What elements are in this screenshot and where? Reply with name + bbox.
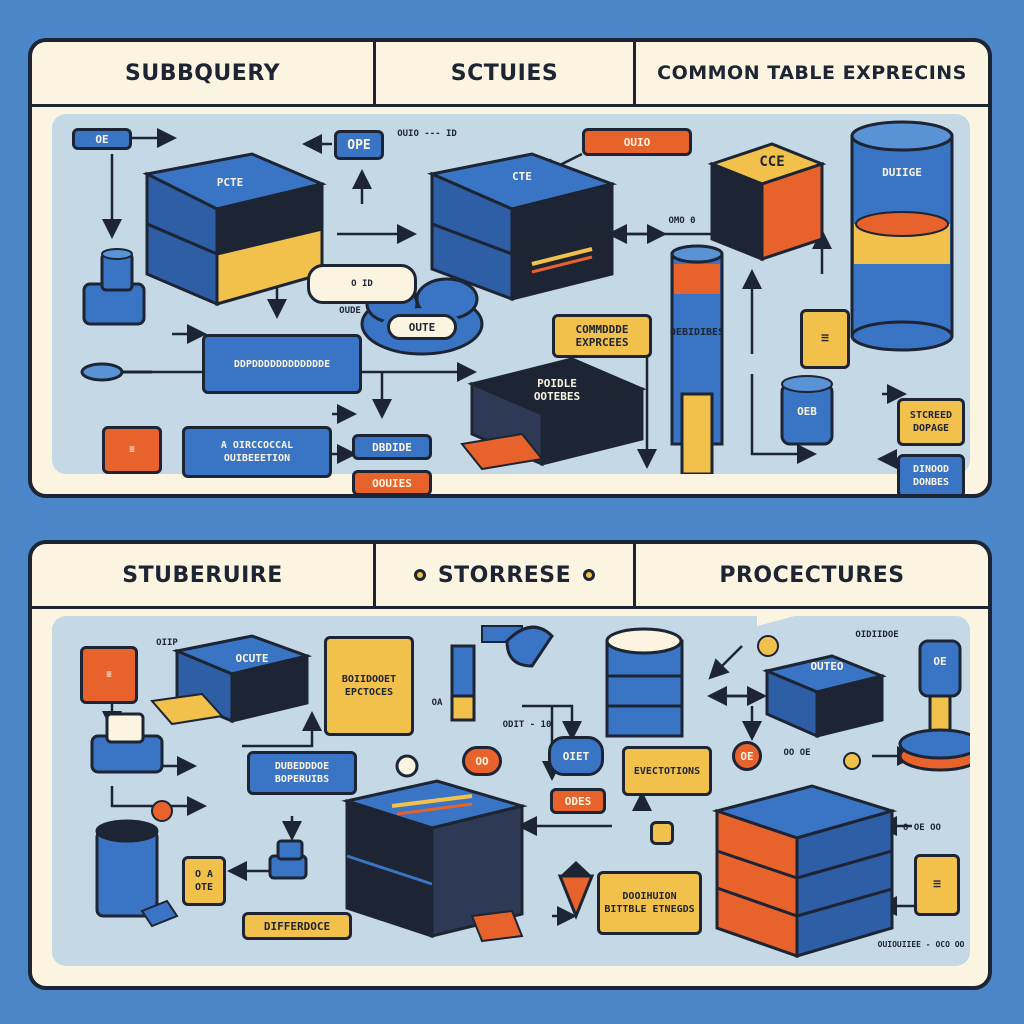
top-orange-list-icon: ≡ (129, 444, 135, 455)
bottom-common: DOOIHUION BITTBLE ETNEGDS (597, 871, 702, 935)
top-yellow-box: COMMDDDE EXPRCEES (552, 314, 652, 358)
bottom-oe-orange: OO (462, 746, 502, 776)
bottom-odes: ODES (550, 788, 606, 814)
bottom-oe-small: OE (732, 741, 762, 771)
bottom-note-7: O OE OO (903, 822, 941, 833)
bottom-cube-2-label: OUTEO (810, 659, 844, 673)
top-cube-2 (427, 152, 618, 302)
top-header-studies-text: SCTUIES (450, 60, 559, 86)
top-list-icon: ☰ (820, 333, 830, 344)
top-note-bubble: O ID (307, 264, 417, 304)
top-cube-2-label: CTE (512, 169, 532, 183)
top-database-small (780, 375, 834, 446)
bottom-note-3: ODIT - 10 (502, 719, 552, 730)
top-header-cte-text: COMMON TABLE EXPRECINS (657, 62, 967, 84)
top-cube-4 (460, 357, 647, 471)
bottom-header: STUBERUIRE STORRESE PROCECTURES (32, 544, 988, 609)
top-panel: SUBBQUERY SCTUIES COMMON TABLE EXPRECINS (28, 38, 992, 498)
bottom-yellow-square (650, 821, 674, 845)
bottom-tower-label: OE (933, 654, 947, 668)
top-box-orange: OUIO (582, 128, 692, 156)
top-small-oures: OOUIES (352, 470, 432, 494)
top-cube-1 (142, 152, 327, 307)
bottom-yellow-1: BOIIDOOET EPCTOCES (324, 636, 414, 736)
top-list-box: ☰ (800, 309, 850, 369)
bottom-circle-3 (843, 752, 861, 770)
bottom-warning-icon (557, 861, 595, 921)
top-side-label: OEBIDIBES (669, 326, 725, 338)
bottom-header-dot-left-icon (413, 569, 426, 581)
top-blue-left: A OIRCCOCCAL OUIBEEETION (182, 426, 332, 478)
top-database-left (82, 248, 146, 326)
bottom-header-stuberuire-text: STUBERUIRE (122, 562, 283, 588)
bottom-cube-2 (762, 654, 887, 739)
bottom-server-stack (711, 616, 898, 959)
bottom-circle-2 (151, 800, 173, 822)
top-small-dbde: DBDIDE (352, 434, 432, 460)
bottom-cylinder-tower (898, 639, 970, 772)
top-wide-box: DDPDDDDDDDDDDDDE (202, 334, 362, 394)
bottom-bin (95, 819, 179, 928)
bottom-panel: STUBERUIRE STORRESE PROCECTURES (28, 540, 992, 990)
top-cube-3 (707, 142, 827, 262)
top-cylinder-tall (670, 244, 724, 474)
bottom-diagram-svg (90, 616, 970, 959)
top-magnifier-icon (80, 362, 152, 382)
bottom-note-5: OIDIIDOE (855, 629, 899, 640)
bottom-cube-1 (150, 634, 313, 726)
bottom-header-stuberuire: STUBERUIRE (32, 544, 376, 606)
top-note-1: OUIO --- ID (397, 128, 457, 139)
top-header: SUBBQUERY SCTUIES COMMON TABLE EXPRECINS (32, 42, 988, 107)
top-box-ope: OPE (334, 130, 384, 160)
bottom-cylinder-stack (90, 625, 554, 774)
top-db-small-label: OEB (797, 404, 817, 418)
bottom-header-procectures-text: PROCECTURES (719, 562, 905, 588)
top-cylinder-label: DUIIGE (882, 165, 922, 179)
bottom-note-2: OA (431, 697, 443, 708)
bottom-header-procectures: PROCECTURES (636, 544, 988, 606)
bottom-diagram-area: ≡ OIIP OCUTE BOIIDOOET EPCTOCES OA ODIT … (52, 616, 970, 966)
bottom-circle-4 (757, 635, 779, 657)
top-note-2: OMO 0 (668, 215, 696, 226)
bottom-diff: DIFFERDOCE (242, 912, 352, 940)
top-header-subquery-text: SUBBQUERY (124, 60, 280, 86)
top-cube-4-label: POIDLE OOTEBES (533, 377, 581, 403)
bottom-ote: O A OTE (182, 856, 226, 906)
bottom-list-right-icon: ☰ (932, 879, 942, 890)
bottom-header-storrese-text: STORRESE (437, 562, 572, 588)
bottom-note-6: OUIOUIIEE - OCO OO (877, 939, 965, 949)
top-cylinder-large (850, 120, 954, 352)
bottom-circle-1 (395, 754, 419, 778)
top-header-studies: SCTUIES (376, 42, 636, 104)
bottom-yellow-2: EVECTOTIONS (622, 746, 712, 796)
bottom-orange-list-icon: ≡ (106, 669, 112, 680)
bottom-cylinder-storage (605, 627, 684, 738)
top-stored-box: STCREED DOPAGE (897, 398, 965, 446)
bottom-cube-large (341, 779, 528, 943)
top-header-subquery: SUBBQUERY (32, 42, 376, 104)
top-dinood-box: DINOOD DONBES (897, 454, 965, 494)
bottom-header-dot-right-icon (583, 569, 596, 581)
bottom-arrows (102, 645, 922, 926)
bottom-orange-list: ≡ (80, 646, 138, 704)
top-cube-3-label: CCE (759, 153, 785, 170)
top-cloud-label: OUTE (387, 314, 457, 340)
bottom-cube-1-label: OCUTE (235, 651, 269, 665)
bottom-note-4: OO OE (783, 747, 811, 758)
bottom-header-storrese: STORRESE (376, 544, 636, 606)
bottom-list-right: ☰ (914, 854, 960, 916)
bottom-blue-1: DUBEDDDOE BOPERUIBS (247, 751, 357, 795)
top-note-4: OUDE (339, 305, 361, 316)
top-header-cte: COMMON TABLE EXPRECINS (636, 42, 988, 104)
top-orange-list: ≡ (102, 426, 162, 474)
bottom-small-cluster (268, 839, 308, 880)
top-diagram-area: PCTE CTE CCE POIDLE OOTEBES OE OPE OUIO … (52, 114, 970, 494)
bottom-oet: OIET (548, 736, 604, 776)
bottom-note-1: OIIP (156, 637, 178, 648)
top-cube-1-label: PCTE (216, 175, 244, 189)
top-box-small-left: OE (72, 128, 132, 150)
